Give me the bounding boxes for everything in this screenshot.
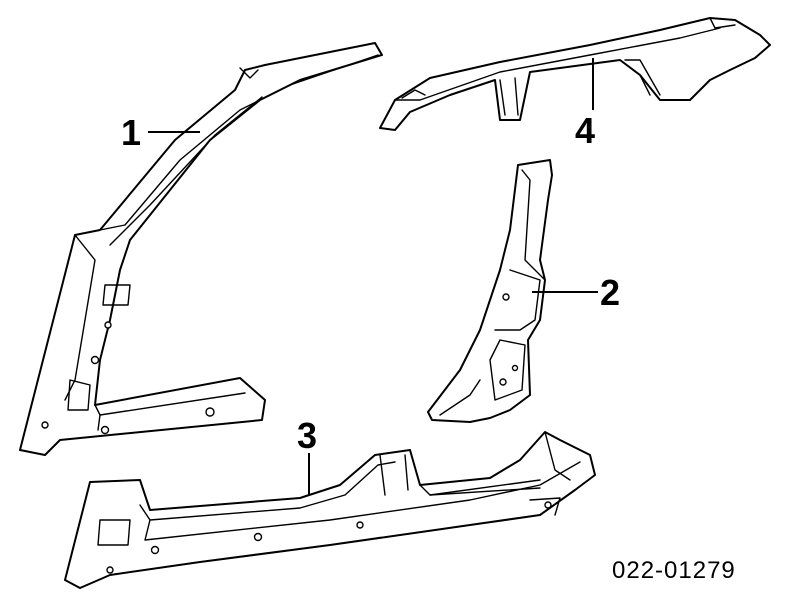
part-1-front-pillar[interactable] (19, 42, 383, 456)
part-2-center-pillar[interactable] (427, 159, 553, 423)
callout-1: 1 (121, 112, 141, 153)
callout-4: 4 (575, 110, 595, 151)
callout-3: 3 (297, 415, 317, 456)
part-4-roof-rail[interactable] (379, 17, 771, 131)
reference-code: 022-01279 (612, 557, 736, 584)
callout-2: 2 (600, 272, 620, 313)
part-3-rocker-panel[interactable] (64, 431, 596, 589)
